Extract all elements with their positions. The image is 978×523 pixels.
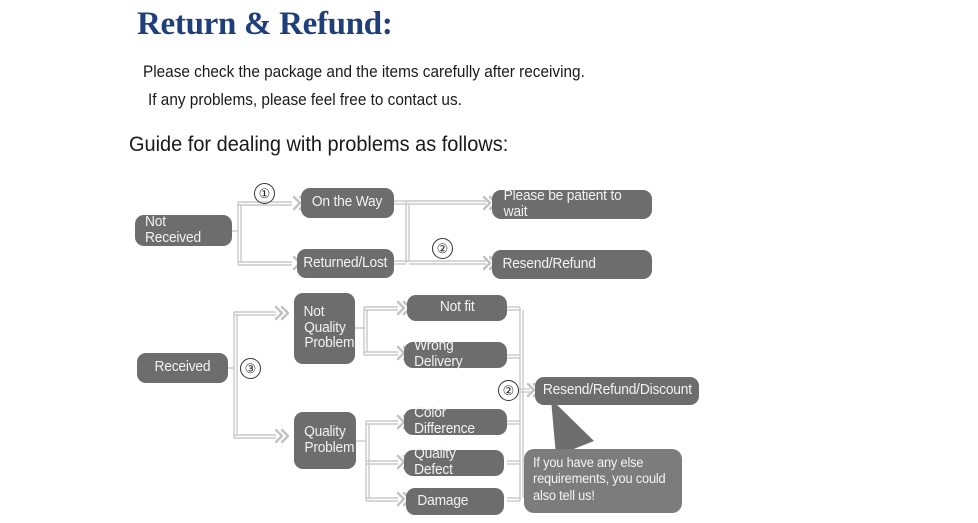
- page-title: Return & Refund:: [137, 6, 393, 42]
- node-received[interactable]: Received: [137, 353, 228, 383]
- intro-line-1: Please check the package and the items c…: [143, 63, 585, 81]
- guide-heading: Guide for dealing with problems as follo…: [129, 133, 509, 156]
- node-damage[interactable]: Damage: [406, 488, 504, 515]
- node-not-quality-problem[interactable]: Not Quality Problem: [294, 293, 355, 364]
- node-quality-problem[interactable]: Quality Problem: [294, 412, 356, 469]
- callout-line-2: requirements, you could: [533, 471, 666, 487]
- marker-step-3: ③: [240, 358, 261, 379]
- node-color-difference[interactable]: Color Difference: [404, 405, 507, 437]
- marker-step-1: ①: [254, 183, 275, 204]
- node-quality-defect[interactable]: Quality Defect: [404, 446, 504, 478]
- node-not-received[interactable]: Not Received: [135, 214, 232, 246]
- callout-line-1: If you have any else: [533, 455, 644, 470]
- marker-step-2-lower: ②: [498, 380, 519, 401]
- node-resend-refund-discount[interactable]: Resend/Refund/Discount: [535, 377, 699, 405]
- node-on-the-way[interactable]: On the Way: [301, 188, 394, 218]
- node-wrong-delivery[interactable]: Wrong Delivery: [404, 338, 507, 370]
- callout-tail: [551, 399, 594, 456]
- intro-line-2: If any problems, please feel free to con…: [148, 91, 462, 109]
- callout-line-3: also tell us!: [533, 487, 595, 503]
- callout-bubble: If you have any else requirements, you c…: [524, 449, 682, 513]
- node-not-fit[interactable]: Not fit: [407, 295, 507, 321]
- node-returned-lost[interactable]: Returned/Lost: [297, 249, 394, 278]
- marker-step-2-upper: ②: [432, 238, 453, 259]
- node-please-be-patient-to-wait[interactable]: Please be patient to wait: [492, 188, 652, 219]
- node-resend-refund[interactable]: Resend/Refund: [492, 250, 652, 279]
